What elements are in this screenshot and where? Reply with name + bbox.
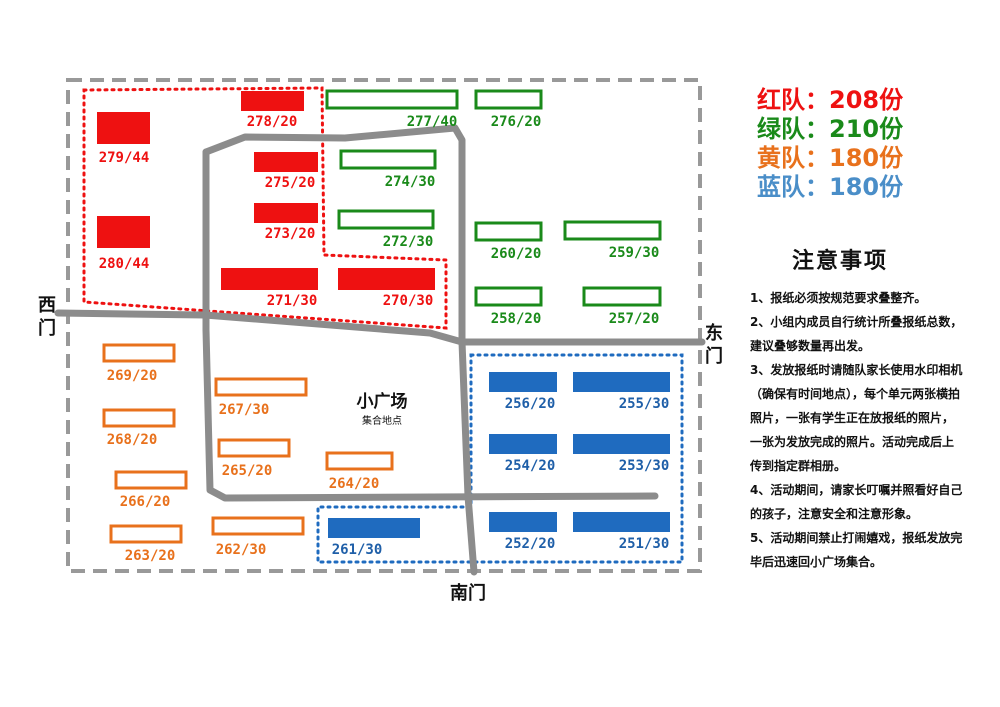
road-east-west (54, 309, 706, 346)
block-label: 252/20 (505, 536, 556, 552)
block-label: 262/30 (216, 542, 267, 558)
block-label: 253/30 (619, 458, 670, 474)
block-blue (489, 434, 557, 454)
team-green: 绿队：210份 (757, 115, 903, 143)
notes-list: 1、报纸必须按规范要求叠整齐。 2、小组内成员自行统计所叠报纸总数，建议叠够数量… (750, 286, 965, 574)
team-count: 210份 (829, 115, 904, 143)
block-green (474, 286, 543, 307)
block-orange (109, 524, 183, 544)
note-item: 4、活动期间，请家长叮嘱并照看好自己的孩子，注意安全和注意形象。 (750, 483, 963, 521)
block-label: 254/20 (505, 458, 556, 474)
notes-title: 注意事项 (792, 249, 889, 274)
block-label: 273/20 (265, 226, 316, 242)
block-label: 266/20 (120, 494, 171, 510)
note-item: 5、活动期间禁止打闹嬉戏，报纸发放完毕后迅速回小广场集合。 (750, 531, 963, 569)
block-label: 278/20 (247, 114, 298, 130)
block-green (337, 209, 435, 230)
block-red (97, 216, 150, 248)
block-blue (489, 512, 557, 532)
block-label: 267/30 (219, 402, 270, 418)
plaza-name: 小广场 (357, 391, 408, 412)
building-blocks: 278/20 279/44 275/20 273/20 280/44 271/30 270/… (97, 89, 670, 564)
team-blue: 蓝队：180份 (757, 173, 903, 201)
west-gate-label-1: 西 (38, 295, 56, 316)
block-orange (214, 377, 308, 397)
note-item: 3、发放报纸时请随队家长使用水印相机（确保有时间地点），每个单元两张横拍照片，一… (750, 363, 963, 473)
block-red (97, 112, 150, 144)
block-label: 265/20 (222, 463, 273, 479)
road-loop (202, 124, 466, 346)
team-name: 黄队 (757, 144, 805, 172)
block-green (582, 286, 662, 307)
team-sep: ： (805, 86, 829, 114)
block-green (339, 149, 437, 170)
block-blue (573, 512, 670, 532)
block-label: 261/30 (332, 542, 383, 558)
block-label: 263/20 (125, 548, 176, 564)
team-name: 绿队 (757, 115, 805, 143)
block-label: 280/44 (99, 256, 150, 272)
block-red (241, 91, 304, 111)
plaza-sub: 集合地点 (362, 414, 402, 427)
block-label: 271/30 (267, 293, 318, 309)
road-north-south (458, 338, 478, 576)
block-label: 272/30 (383, 234, 434, 250)
block-orange (217, 438, 291, 458)
team-orange: 黄队：180份 (757, 144, 903, 172)
block-label: 277/40 (407, 114, 458, 130)
block-red (221, 268, 318, 290)
team-count: 180份 (829, 173, 904, 201)
block-label: 275/20 (265, 175, 316, 191)
block-green (563, 220, 662, 241)
block-green (474, 221, 543, 242)
block-label: 264/20 (329, 476, 380, 492)
south-gate-label: 南门 (450, 582, 486, 604)
community-boundary (66, 78, 702, 573)
team-count: 180份 (829, 144, 904, 172)
block-blue (489, 372, 557, 392)
team-red: 红队：208份 (757, 86, 903, 114)
block-orange (325, 451, 394, 471)
block-blue (328, 518, 420, 538)
block-label: 274/30 (385, 174, 436, 190)
block-green (474, 89, 543, 110)
team-name: 蓝队 (757, 173, 805, 201)
note-item: 2、小组内成员自行统计所叠报纸总数，建议叠够数量再出发。 (750, 315, 963, 353)
block-green (325, 89, 459, 110)
block-orange (211, 516, 305, 536)
note-item: 1、报纸必须按规范要求叠整齐。 (750, 291, 927, 305)
block-label: 259/30 (609, 245, 660, 261)
block-label: 256/20 (505, 396, 556, 412)
block-red (338, 268, 435, 290)
block-blue (573, 372, 670, 392)
block-orange (102, 343, 176, 363)
block-label: 270/30 (383, 293, 434, 309)
block-label: 269/20 (107, 368, 158, 384)
team-count: 208份 (829, 86, 904, 114)
team-sep: ： (805, 144, 829, 172)
block-label: 251/30 (619, 536, 670, 552)
team-name: 红队 (757, 86, 805, 114)
red-zone-boundary (82, 86, 448, 330)
east-gate-label-2: 门 (705, 345, 723, 367)
block-label: 257/20 (609, 311, 660, 327)
block-label: 268/20 (107, 432, 158, 448)
team-sep: ： (805, 173, 829, 201)
block-label: 279/44 (99, 150, 150, 166)
road-west-inner (202, 148, 659, 502)
block-label: 258/20 (491, 311, 542, 327)
team-sep: ： (805, 115, 829, 143)
block-label: 276/20 (491, 114, 542, 130)
block-label: 260/20 (491, 246, 542, 262)
block-red (254, 152, 318, 172)
east-gate-label-1: 东 (705, 322, 723, 344)
block-orange (114, 470, 188, 490)
block-label: 255/30 (619, 396, 670, 412)
block-orange (102, 408, 176, 428)
west-gate-label-2: 门 (38, 317, 56, 339)
block-red (254, 203, 318, 223)
block-blue (573, 434, 670, 454)
